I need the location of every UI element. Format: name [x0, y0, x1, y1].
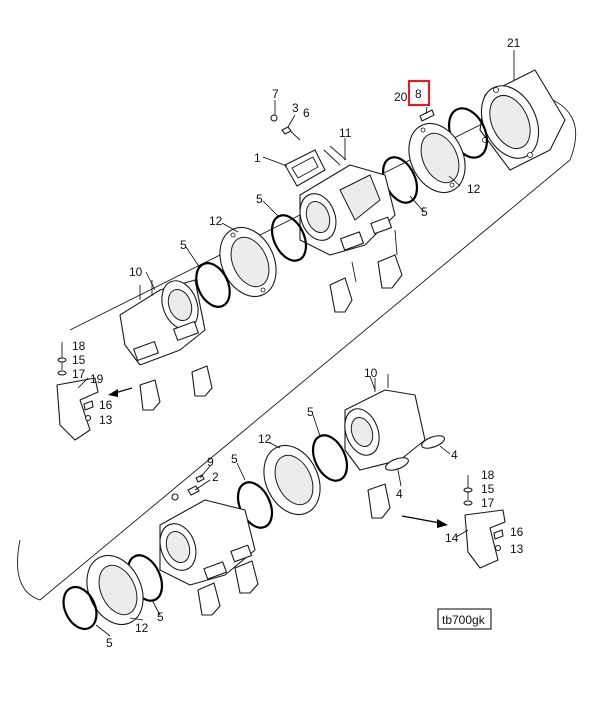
- reference-label-text: tb700gk: [442, 613, 486, 627]
- callout-13-b[interactable]: 13: [510, 542, 524, 556]
- callout-7[interactable]: 7: [272, 87, 279, 101]
- support-bracket: [197, 582, 221, 616]
- part-4-gasket[interactable]: [384, 455, 410, 473]
- part-12-compensator[interactable]: [76, 546, 154, 633]
- callout-5-e[interactable]: 5: [231, 452, 238, 466]
- part-19-support[interactable]: [56, 377, 99, 441]
- part-17-washer[interactable]: [463, 500, 473, 506]
- part-10-manifold-end[interactable]: [119, 276, 206, 366]
- callout-17-b[interactable]: 17: [481, 496, 495, 510]
- callout-6[interactable]: 6: [303, 106, 310, 120]
- direction-arrow: [401, 515, 441, 524]
- callout-15-a[interactable]: 15: [72, 353, 86, 367]
- callout-4-b[interactable]: 4: [396, 487, 403, 501]
- part-5-oring[interactable]: [306, 430, 353, 486]
- callout-9[interactable]: 9: [207, 455, 214, 469]
- assembly-outline: [17, 94, 577, 601]
- part-12-compensator[interactable]: [398, 114, 476, 201]
- callout-11[interactable]: 11: [339, 126, 352, 140]
- part-16-bolt[interactable]: [493, 529, 504, 540]
- part-9-fitting[interactable]: [195, 474, 205, 483]
- callout-10-b[interactable]: 10: [364, 366, 378, 380]
- callout-19[interactable]: 19: [90, 372, 104, 386]
- part-5-oring[interactable]: [190, 258, 237, 312]
- callout-18-b[interactable]: 18: [481, 468, 495, 482]
- callout-10-a[interactable]: 10: [129, 265, 143, 279]
- callout-5-b[interactable]: 5: [180, 238, 187, 252]
- support-bracket: [139, 379, 161, 411]
- part-5-oring[interactable]: [57, 582, 103, 635]
- part-10-manifold-end[interactable]: [339, 374, 426, 471]
- callout-5-g[interactable]: 5: [106, 636, 113, 650]
- part-4-gasket[interactable]: [420, 433, 446, 451]
- callout-5-a[interactable]: 5: [256, 192, 263, 206]
- support-bracket: [191, 365, 213, 397]
- leader-lines: [77, 50, 515, 637]
- callout-15-b[interactable]: 15: [481, 482, 495, 496]
- callout-14[interactable]: 14: [445, 531, 459, 545]
- callout-12-a[interactable]: 12: [209, 214, 223, 228]
- part-1-gasket[interactable]: [284, 149, 326, 187]
- callout-20[interactable]: 20: [394, 90, 408, 104]
- callout-21[interactable]: 21: [507, 36, 521, 50]
- support-bracket: [367, 483, 391, 519]
- support-bracket: [329, 277, 353, 313]
- part-3-washer[interactable]: [281, 126, 292, 135]
- callout-5-f[interactable]: 5: [157, 610, 164, 624]
- callout-5-d[interactable]: 5: [307, 405, 314, 419]
- part-17-washer[interactable]: [57, 370, 67, 376]
- callout-12-b[interactable]: 12: [467, 182, 481, 196]
- part-2-fitting[interactable]: [187, 485, 200, 496]
- callout-16-b[interactable]: 16: [510, 525, 524, 539]
- callout-18-a[interactable]: 18: [72, 339, 86, 353]
- part-21-end-housing[interactable]: [470, 69, 566, 171]
- part-12-compensator[interactable]: [209, 218, 287, 305]
- callout-12-d[interactable]: 12: [135, 621, 149, 635]
- part-12-compensator[interactable]: [253, 436, 331, 523]
- part-7-nut[interactable]: [270, 114, 278, 122]
- reference-label: tb700gk: [437, 608, 492, 630]
- part-15-washer[interactable]: [463, 487, 473, 493]
- part-15-washer[interactable]: [57, 357, 67, 363]
- highlight-box: [407, 79, 431, 107]
- part-13-nut[interactable]: [84, 414, 92, 422]
- part-14-support[interactable]: [464, 509, 506, 569]
- callout-labels: 21 20 8 7 3 6 1 11 5 12 5 10 12 5 18 15 …: [72, 36, 524, 650]
- callout-16-a[interactable]: 16: [99, 398, 113, 412]
- part-13-nut[interactable]: [494, 544, 502, 552]
- callout-3[interactable]: 3: [292, 101, 299, 115]
- support-bracket: [377, 254, 403, 289]
- part-16-bolt[interactable]: [83, 400, 94, 411]
- part-8-screw[interactable]: [419, 109, 435, 122]
- part-5-oring[interactable]: [265, 210, 312, 266]
- support-bracket: [234, 560, 259, 594]
- callout-12-c[interactable]: 12: [258, 432, 272, 446]
- callout-1[interactable]: 1: [254, 151, 261, 165]
- callout-2[interactable]: 2: [212, 470, 219, 484]
- callout-4-a[interactable]: 4: [451, 448, 458, 462]
- callout-17-a[interactable]: 17: [72, 367, 86, 381]
- callout-8[interactable]: 8: [415, 87, 422, 101]
- center-housing-lower: [159, 499, 256, 586]
- callout-13-a[interactable]: 13: [99, 413, 113, 427]
- callout-5-c[interactable]: 5: [421, 205, 428, 219]
- part-11-center-housing[interactable]: [294, 164, 396, 256]
